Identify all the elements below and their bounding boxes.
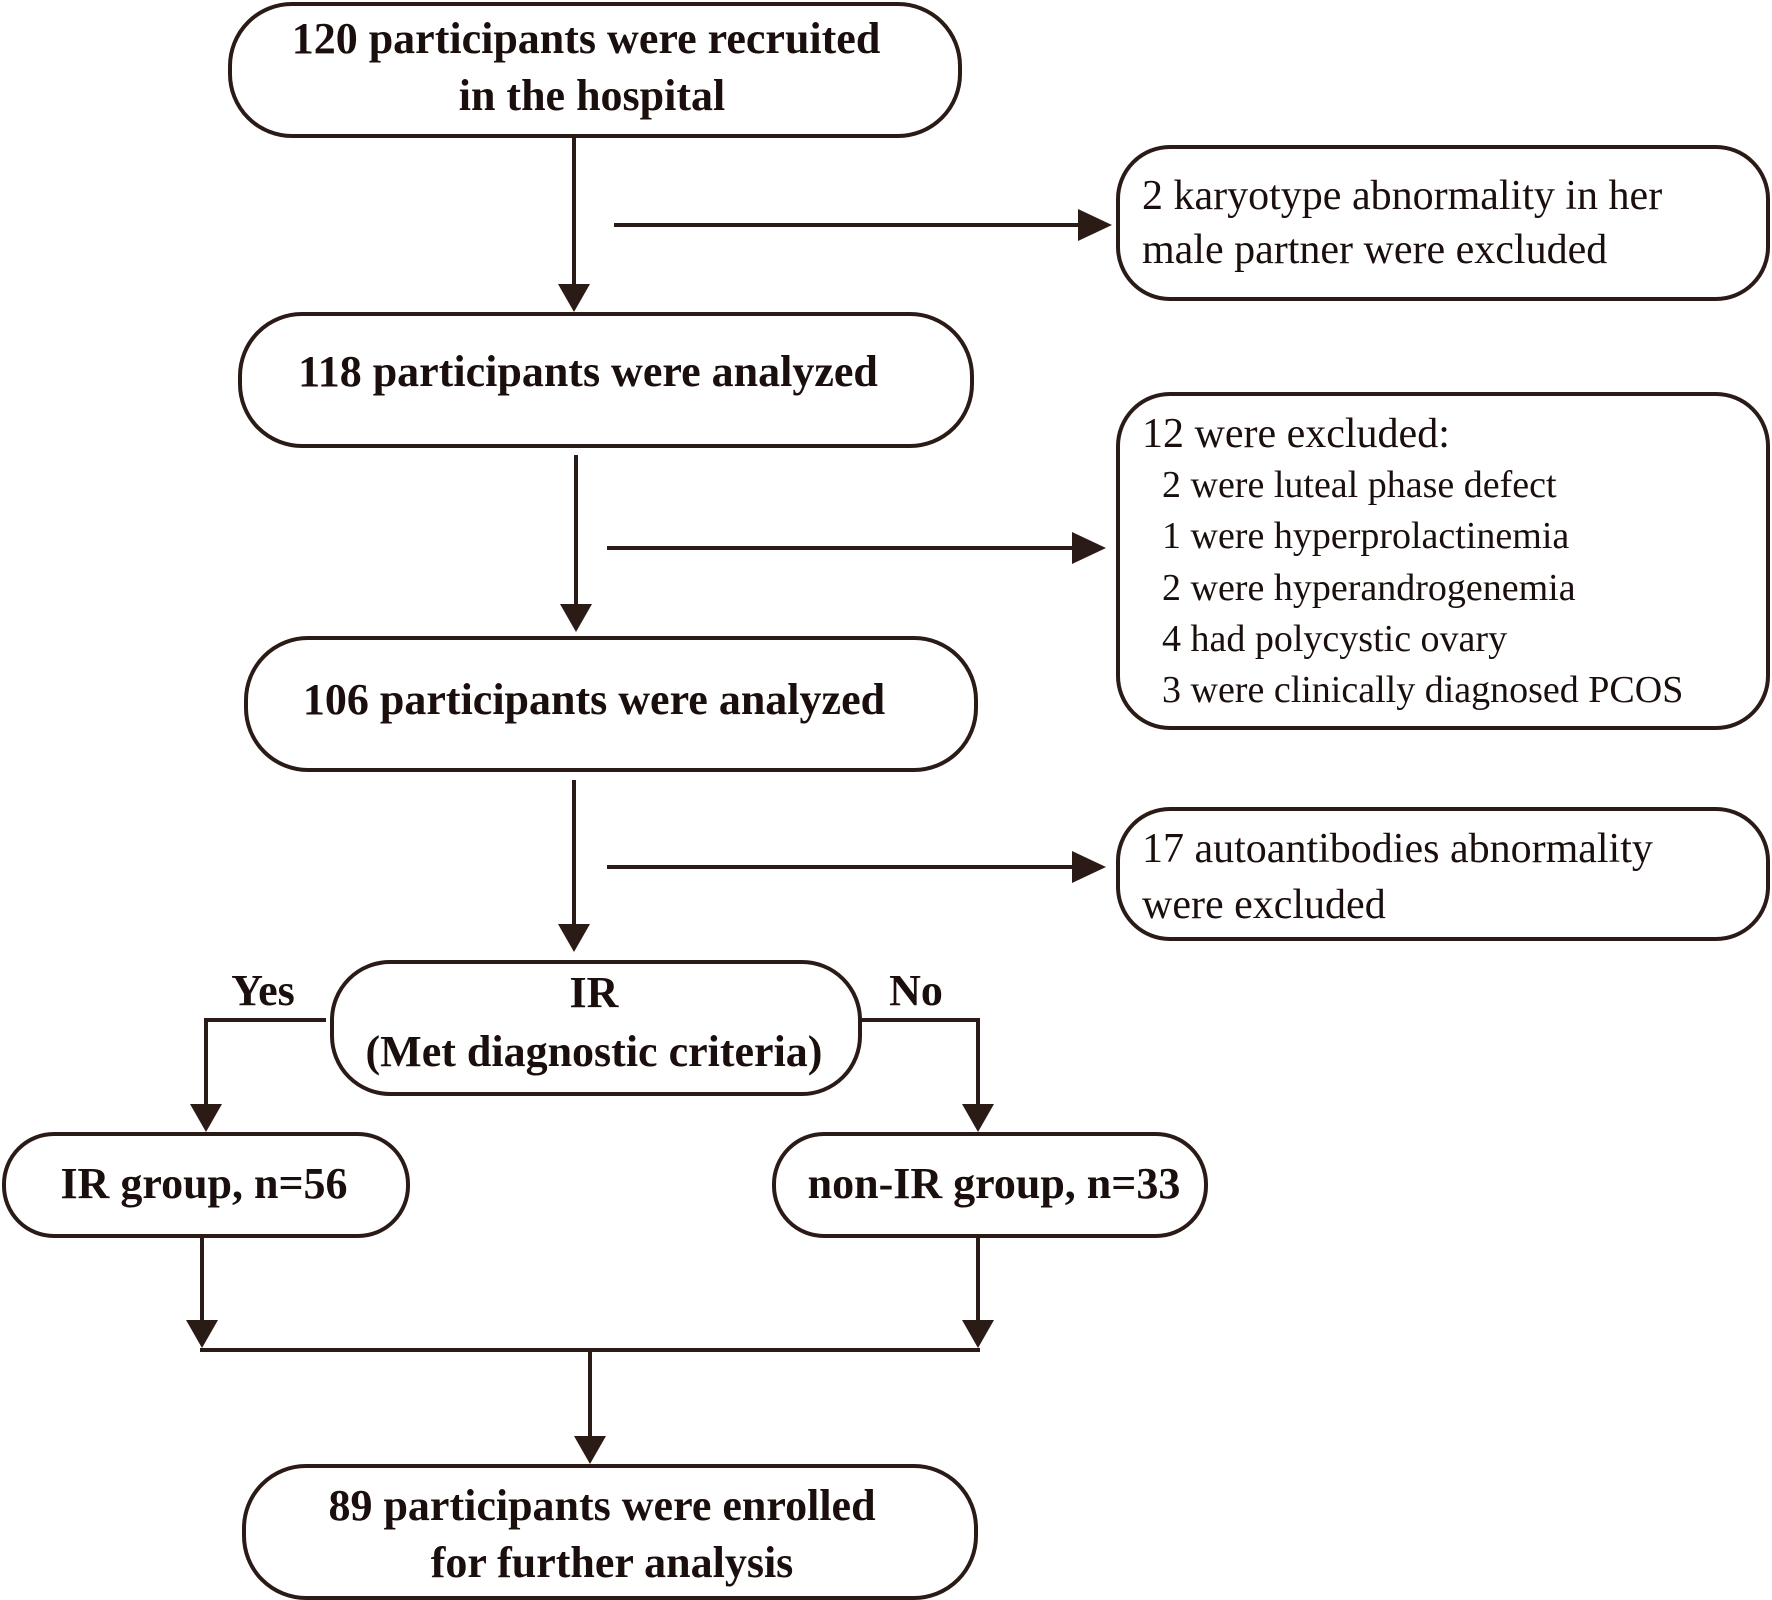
arrowhead-icon — [1072, 532, 1106, 564]
karyotype-exclusion-box: 2 karyotype abnormality in her male part… — [1116, 145, 1770, 301]
analyzed-118-text: 118 participants were analyzed — [298, 347, 878, 396]
arrowhead-icon — [1072, 851, 1106, 883]
no-label: No — [889, 966, 943, 1015]
arrowhead-icon — [186, 1320, 218, 1348]
arrowhead-icon — [574, 1436, 606, 1464]
clinical-exclusion-title: 12 were excluded: — [1142, 411, 1450, 457]
arrowhead-icon — [1078, 209, 1112, 241]
enrolled-box: 89 participants were enrolled for furthe… — [242, 1464, 978, 1600]
analyzed-106-text: 106 participants were analyzed — [303, 675, 885, 724]
recruited-line2: in the hospital — [459, 71, 726, 120]
recruited-box: 120 participants were recruited in the h… — [228, 2, 962, 138]
connectors — [186, 136, 1112, 1464]
enrolled-line2: for further analysis — [431, 1538, 794, 1587]
enrolled-line1: 89 participants were enrolled — [328, 1481, 875, 1530]
arrowhead-icon — [190, 1104, 222, 1132]
non-ir-group-box: non-IR group, n=33 — [772, 1132, 1208, 1238]
ir-group-box: IR group, n=56 — [2, 1132, 410, 1238]
decision-box: IR (Met diagnostic criteria) — [330, 960, 862, 1096]
clinical-exclusion-box: 12 were excluded: 2 were luteal phase de… — [1116, 392, 1770, 730]
recruited-line1: 120 participants were recruited — [292, 14, 881, 63]
yes-branch-line — [204, 1018, 326, 1108]
analyzed-118-box: 118 participants were analyzed — [238, 312, 974, 448]
arrowhead-icon — [962, 1104, 994, 1132]
decision-line1: IR — [570, 968, 620, 1017]
yes-label: Yes — [231, 966, 295, 1015]
clinical-exclusion-item: 3 were clinically diagnosed PCOS — [1162, 669, 1683, 711]
autoantibodies-line2: were excluded — [1142, 882, 1386, 928]
clinical-exclusion-item: 2 were hyperandrogenemia — [1162, 567, 1576, 609]
arrowhead-icon — [560, 604, 592, 632]
autoantibodies-exclusion-box: 17 autoantibodies abnormality were exclu… — [1116, 807, 1770, 941]
non-ir-group-text: non-IR group, n=33 — [808, 1159, 1181, 1208]
clinical-exclusion-item: 2 were luteal phase defect — [1162, 464, 1557, 506]
karyotype-line2: male partner were excluded — [1142, 227, 1607, 273]
karyotype-line1: 2 karyotype abnormality in her — [1142, 173, 1662, 219]
decision-line2: (Met diagnostic criteria) — [366, 1027, 823, 1076]
analyzed-106-box: 106 participants were analyzed — [244, 636, 978, 772]
arrowhead-icon — [558, 924, 590, 952]
arrowhead-icon — [962, 1320, 994, 1348]
clinical-exclusion-item: 4 had polycystic ovary — [1162, 618, 1507, 660]
arrowhead-icon — [558, 284, 590, 312]
autoantibodies-line1: 17 autoantibodies abnormality — [1142, 826, 1653, 872]
clinical-exclusion-item: 1 were hyperprolactinemia — [1162, 515, 1569, 557]
ir-group-text: IR group, n=56 — [60, 1159, 347, 1208]
no-branch-line — [862, 1018, 980, 1108]
